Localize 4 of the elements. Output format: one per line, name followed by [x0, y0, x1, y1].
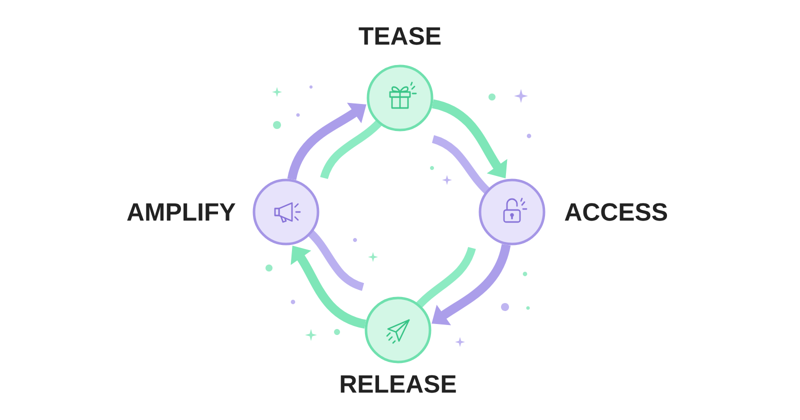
step-label: RELEASE: [340, 375, 456, 393]
step-label: AMPLIFY: [127, 203, 236, 221]
step-label: ACCESS: [564, 203, 668, 221]
step-label: TEASE: [358, 27, 441, 45]
